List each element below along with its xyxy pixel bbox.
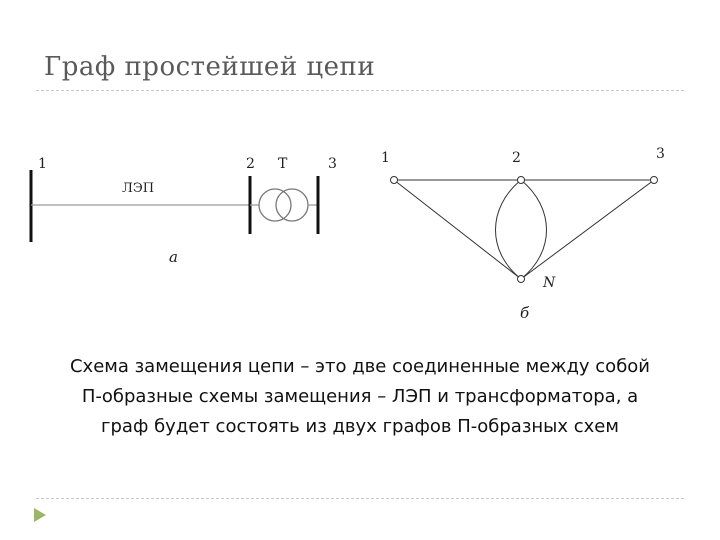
graph-node-3 bbox=[650, 176, 658, 184]
circuit-node-2-label: 2 bbox=[246, 156, 255, 172]
graph-edge-3-n bbox=[520, 179, 655, 280]
caption-line: Схема замещения цепи – это две соединенн… bbox=[69, 356, 651, 377]
play-arrow-icon[interactable] bbox=[33, 507, 47, 523]
footer-divider bbox=[36, 498, 684, 499]
graph-edge-2-n-left bbox=[495, 179, 522, 280]
circuit-node-1-label: 1 bbox=[38, 156, 47, 172]
title-divider bbox=[36, 90, 684, 91]
graph-node-2-label: 2 bbox=[512, 150, 521, 166]
circuit-node-3-label: 3 bbox=[328, 156, 337, 172]
graph-sublabel: б bbox=[520, 304, 530, 322]
transformer-winding-left bbox=[258, 188, 292, 222]
line-label: ЛЭП bbox=[122, 181, 154, 196]
graph-node-n-label: N bbox=[542, 275, 556, 291]
circuit-graph: 1 2 3 N б bbox=[381, 146, 665, 322]
circuit-sublabel: а bbox=[169, 248, 178, 266]
caption-line: П-образные схемы замещения – ЛЭП и транс… bbox=[81, 386, 639, 407]
graph-node-3-label: 3 bbox=[656, 146, 665, 162]
graph-node-1 bbox=[390, 176, 398, 184]
circuit-schematic: 1 2 Т 3 ЛЭП а bbox=[29, 156, 337, 266]
graph-edge-1-n bbox=[393, 179, 522, 280]
graph-node-n bbox=[517, 275, 525, 283]
graph-node-1-label: 1 bbox=[381, 150, 390, 166]
slide-caption: Схема замещения цепи – это две соединенн… bbox=[30, 352, 690, 442]
transformer-label: Т bbox=[278, 156, 288, 172]
graph-node-2 bbox=[517, 176, 525, 184]
transformer-winding-right bbox=[275, 188, 309, 222]
diagram-figure: 1 2 Т 3 ЛЭП а 1 2 3 N б bbox=[29, 146, 665, 322]
graph-edge-2-n-right bbox=[520, 179, 547, 280]
slide-title: Граф простейшей цепи bbox=[44, 52, 376, 82]
caption-line: граф будет состоять из двух графов П-обр… bbox=[101, 416, 619, 437]
